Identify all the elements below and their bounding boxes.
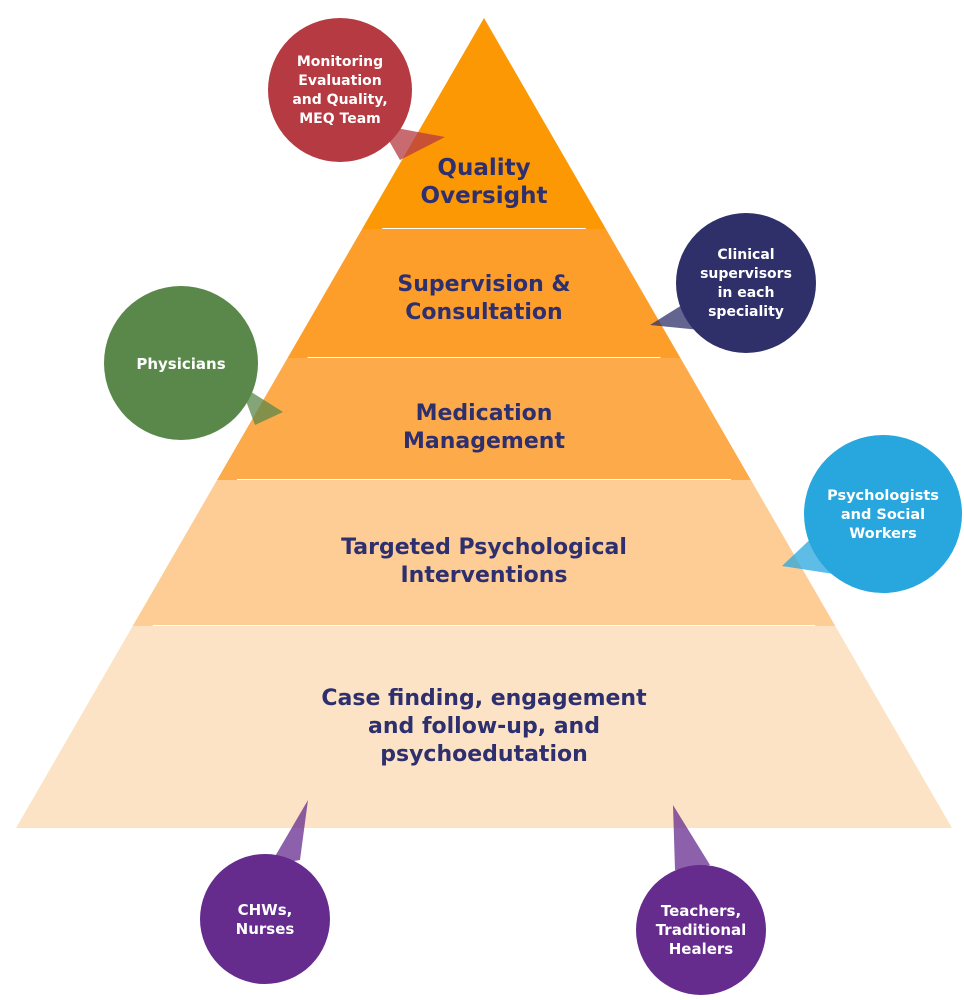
tier-shape (217, 358, 751, 480)
bubble-label: Clinical (717, 247, 774, 263)
bubble-label: Traditional (656, 921, 747, 939)
bubble-label: Evaluation (298, 73, 381, 89)
bubble-clinical-supervisors: Clinical supervisors in each speciality (650, 213, 816, 353)
bubble-label: Psychologists (827, 488, 939, 504)
tier-label: Interventions (401, 563, 568, 588)
tier-label: Management (403, 429, 565, 454)
tier-5: Case finding, engagement and follow-up, a… (16, 626, 952, 828)
tier-label: Supervision & (397, 272, 570, 297)
bubble-label: Nurses (236, 920, 295, 938)
bubble-label: speciality (708, 304, 784, 320)
bubble-label: Workers (849, 526, 916, 542)
tier-label: Quality (437, 155, 530, 181)
tier-label: Consultation (405, 300, 562, 325)
tier-shape (132, 480, 836, 626)
bubble-circle (804, 435, 962, 593)
tier-shape (287, 229, 681, 358)
bubble-label: Healers (669, 940, 734, 958)
bubble-chws-nurses: CHWs,Nurses (200, 800, 330, 984)
tier-label: and follow-up, and (368, 714, 600, 739)
tier-label: psychoedutation (380, 742, 588, 767)
bubble-label: MEQ Team (299, 111, 381, 127)
bubble-tail (673, 805, 710, 870)
bubble-label: Physicians (136, 355, 225, 373)
tier-label: Medication (416, 401, 553, 426)
bubble-physicians: Physicians (104, 286, 283, 440)
bubble-circle (104, 286, 258, 440)
bubble-label: Monitoring (297, 54, 383, 70)
tier-shape (362, 18, 606, 229)
bubble-tail (270, 800, 308, 865)
bubble-label: CHWs, (238, 901, 293, 919)
bubble-label: and Quality, (292, 92, 387, 108)
bubble-label: supervisors (700, 266, 792, 282)
bubble-circle (200, 854, 330, 984)
bubble-label: Teachers, (661, 902, 741, 920)
bubble-circle (268, 18, 412, 162)
bubble-label: and Social (841, 507, 925, 523)
tier-label: Case finding, engagement (321, 686, 647, 711)
bubble-circle (676, 213, 816, 353)
tier-label: Oversight (421, 183, 548, 209)
bubble-label: in each (718, 285, 775, 301)
tier-2: Supervision & Consultation (287, 229, 681, 359)
bubble-circle (636, 865, 766, 995)
tier-label: Targeted Psychological (341, 535, 627, 560)
tier-shape (16, 626, 952, 828)
